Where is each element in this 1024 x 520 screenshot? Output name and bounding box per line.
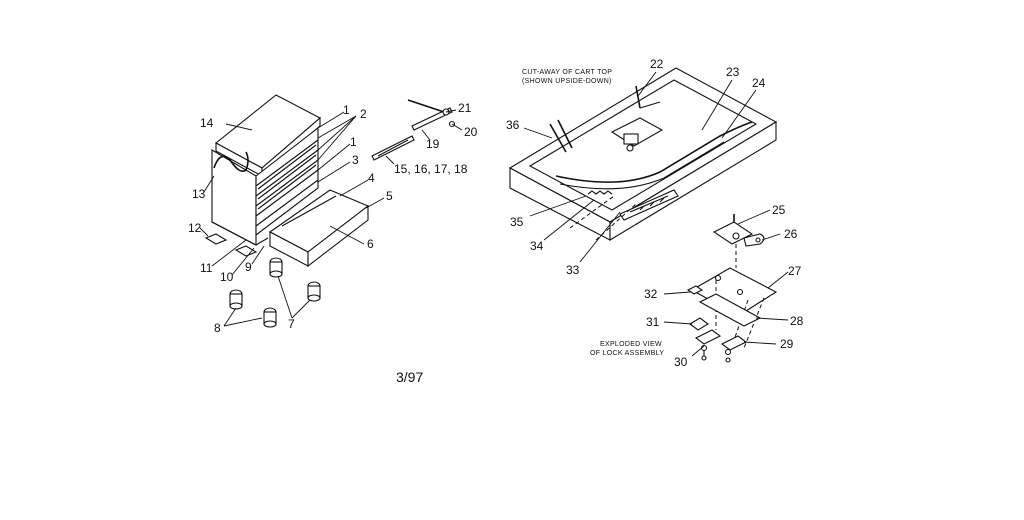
callout-33: 33 <box>566 263 580 277</box>
left-leader-lines <box>199 109 463 327</box>
callout-24: 24 <box>752 76 766 90</box>
callout-labels: 14 1 2 1 3 4 5 6 13 12 11 10 9 8 7 15, 1… <box>188 57 804 385</box>
callout-4: 4 <box>368 171 375 185</box>
callout-6: 6 <box>367 237 374 251</box>
tool-cart-assembly <box>204 94 456 328</box>
callout-1a: 1 <box>343 103 350 117</box>
callout-1b: 1 <box>350 135 357 149</box>
callout-19: 19 <box>426 137 440 151</box>
callout-22: 22 <box>650 57 664 71</box>
caster-wheel-icon <box>307 281 321 302</box>
caster-wheel-icon <box>269 257 283 278</box>
callout-15-18: 15, 16, 17, 18 <box>394 162 468 176</box>
callout-20: 20 <box>464 125 478 139</box>
callout-32: 32 <box>644 287 658 301</box>
lock-leader-lines <box>663 209 789 357</box>
callout-23: 23 <box>726 65 740 79</box>
date-code: 3/97 <box>396 369 423 385</box>
callout-2: 2 <box>360 107 367 121</box>
callout-30: 30 <box>674 355 688 369</box>
callout-21: 21 <box>458 101 472 115</box>
callout-8: 8 <box>214 321 221 335</box>
callout-9: 9 <box>245 260 252 274</box>
callout-35: 35 <box>510 215 524 229</box>
cutaway-caption-1: CUT-AWAY OF CART TOP <box>522 69 612 76</box>
callout-26: 26 <box>784 227 798 241</box>
callout-28: 28 <box>790 314 804 328</box>
callout-5: 5 <box>386 189 393 203</box>
callout-11: 11 <box>200 261 213 275</box>
callout-14: 14 <box>200 116 214 130</box>
cutaway-caption-2: (SHOWN UPSIDE-DOWN) <box>522 78 612 85</box>
callout-36: 36 <box>506 118 520 132</box>
caster-wheel-icon <box>263 307 277 328</box>
callout-27: 27 <box>788 264 802 278</box>
exploded-caption-2: OF LOCK ASSEMBLY <box>590 350 664 357</box>
caster-wheel-icon <box>229 289 243 310</box>
lock-assembly-exploded <box>686 214 778 363</box>
callout-31: 31 <box>646 315 660 329</box>
callout-29: 29 <box>780 337 794 351</box>
callout-34: 34 <box>530 239 544 253</box>
callout-10: 10 <box>220 270 234 284</box>
callout-3: 3 <box>352 153 359 167</box>
callout-12: 12 <box>188 221 202 235</box>
callout-7: 7 <box>288 317 295 331</box>
exploded-caption-1: EXPLODED VIEW <box>600 341 662 348</box>
callout-13: 13 <box>192 187 206 201</box>
cart-top-cutaway <box>508 67 778 241</box>
callout-25: 25 <box>772 203 786 217</box>
right-leader-lines <box>523 71 757 263</box>
